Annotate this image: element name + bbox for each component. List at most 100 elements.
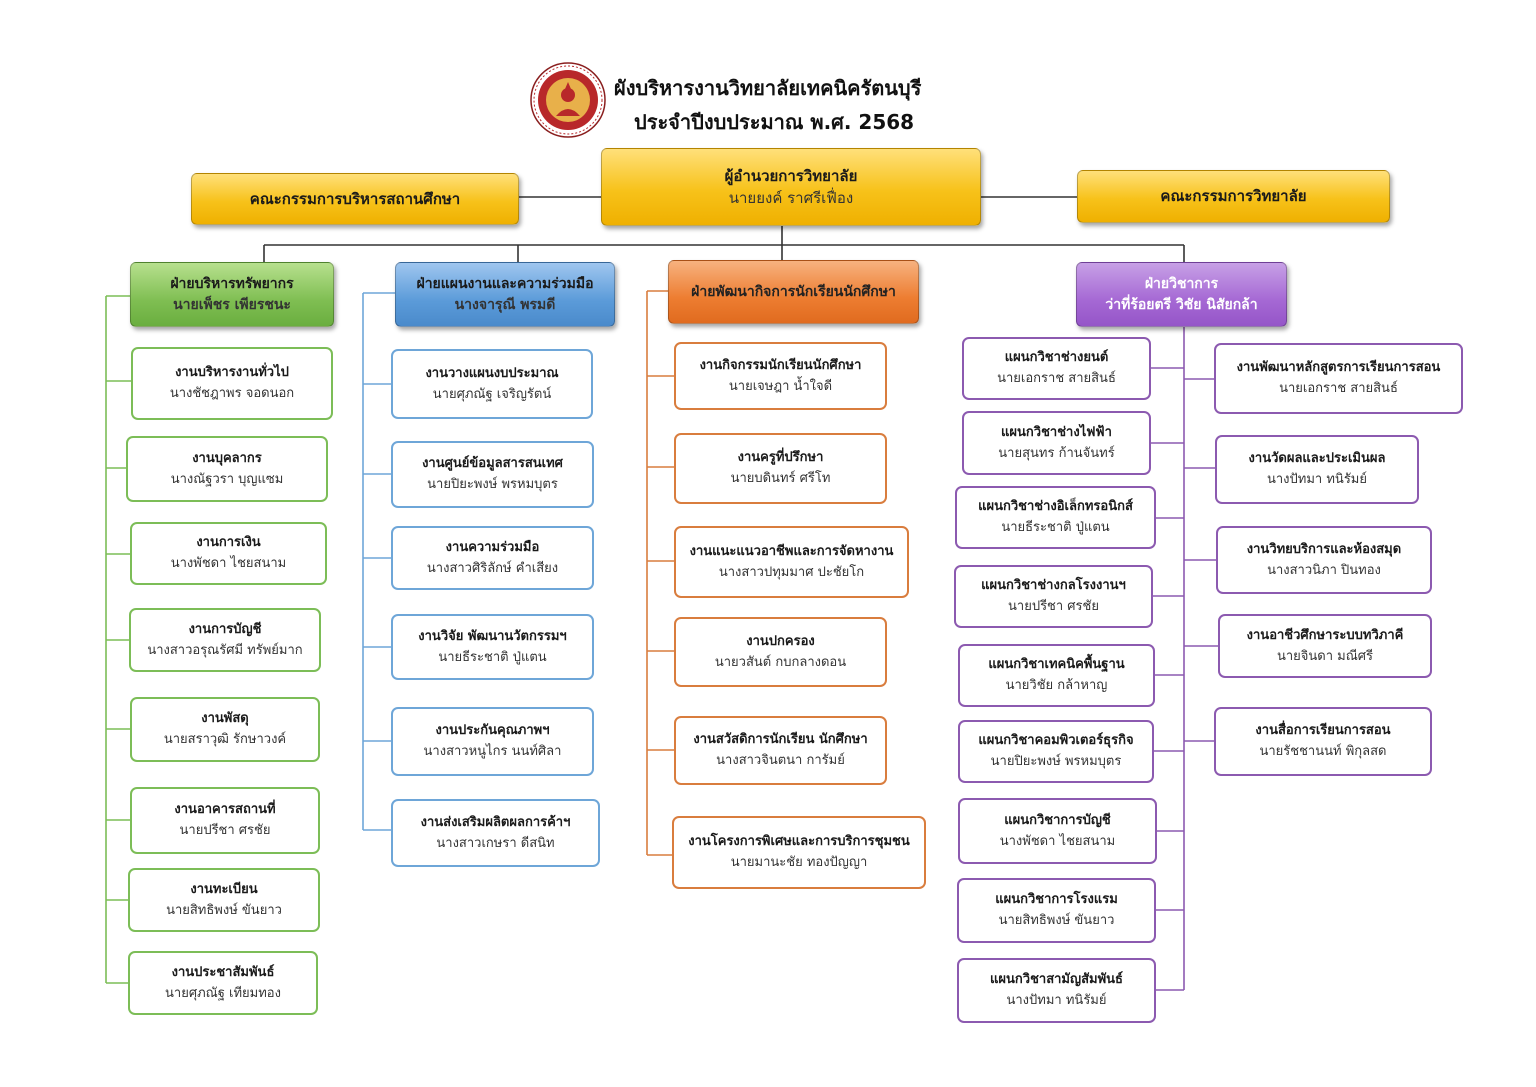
right-committee-box: คณะกรรมการวิทยาลัย <box>1077 170 1390 223</box>
department-box: แผนกวิชาช่างกลโรงงานฯ นายปรีชา ศรชัย <box>954 565 1153 628</box>
department-title: แผนกวิชาสามัญสัมพันธ์ <box>990 972 1123 988</box>
unit-name: นายศุภณัฐ เทียมทอง <box>165 985 281 1001</box>
unit-title: งานปกครอง <box>746 633 815 649</box>
unit-name: นายมานะชัย ทองปัญญา <box>730 855 868 870</box>
unit-name: นายเอกราช สายสินธ์ <box>1279 381 1398 396</box>
unit-title: งานวางแผนงบประมาณ <box>425 365 559 381</box>
unit-title: งานอาชีวศึกษาระบบทวิภาคี <box>1246 627 1404 643</box>
chart-title: ผังบริหารงานวิทยาลัยเทคนิครัตนบุรี <box>614 76 922 100</box>
department-name: นายธีระชาติ ปู่แตน <box>1001 520 1110 535</box>
unit-box: งานพัฒนาหลักสูตรการเรียนการสอน นายเอกราช… <box>1214 343 1463 414</box>
department-title: แผนกวิชาการบัญชี <box>1004 812 1111 828</box>
department-title: แผนกวิชาคอมพิวเตอร์ธุรกิจ <box>978 733 1134 749</box>
unit-box: งานปกครอง นายวสันต์ กบกลางดอน <box>674 617 887 687</box>
unit-name: นางพัชดา ไชยสนาม <box>170 556 287 571</box>
unit-title: งานแนะแนวอาชีพและการจัดหางาน <box>689 543 894 559</box>
unit-title: งานวิทยบริการและห้องสมุด <box>1246 541 1402 557</box>
unit-title: งานสื่อการเรียนการสอน <box>1255 723 1391 739</box>
unit-title: งานการเงิน <box>196 535 261 551</box>
director-box: ผู้อำนวยการวิทยาลัย นายยงค์ ราศรีเฟื่อง <box>601 148 981 226</box>
unit-title: งานครูที่ปรึกษา <box>737 450 824 466</box>
division-head: ว่าที่ร้อยตรี วิชัย นิสัยกล้า <box>1105 296 1258 313</box>
unit-name: นางชัชฎาพร จอดนอก <box>169 386 295 401</box>
division-title: ฝ่ายบริหารทรัพยากร <box>170 275 294 292</box>
unit-box: งานแนะแนวอาชีพและการจัดหางาน นางสาวปทุมม… <box>674 526 909 598</box>
unit-name: นายวสันต์ กบกลางดอน <box>714 654 847 670</box>
department-name: นายปิยะพงษ์ พรหมบุตร <box>990 754 1122 769</box>
unit-box: งานอาชีวศึกษาระบบทวิภาคี นายจินดา มณีศรี <box>1218 614 1432 678</box>
unit-name: นายรัชชานนท์ พิกุลสด <box>1259 744 1387 759</box>
department-box: แผนกวิชาช่างไฟฟ้า นายสุนทร ก้านจันทร์ <box>962 411 1151 475</box>
department-box: แผนกวิชาการบัญชี นางพัชดา ไชยสนาม <box>958 798 1157 864</box>
unit-name: นายสราวุฒิ รักษาวงค์ <box>163 732 287 747</box>
department-title: แผนกวิชาเทคนิคพื้นฐาน <box>988 657 1125 673</box>
unit-box: งานประชาสัมพันธ์ นายศุภณัฐ เทียมทอง <box>128 951 318 1015</box>
division-header-student-affairs: ฝ่ายพัฒนากิจการนักเรียนนักศึกษา <box>668 260 919 324</box>
department-name: นายวิชัย กล้าหาญ <box>1005 678 1108 693</box>
unit-title: งานพัฒนาหลักสูตรการเรียนการสอน <box>1236 360 1441 376</box>
unit-box: งานความร่วมมือ นางสาวศิริลักษ์ คำเสียง <box>391 526 594 590</box>
division-header-academic: ฝ่ายวิชาการ ว่าที่ร้อยตรี วิชัย นิสัยกล้… <box>1076 262 1287 327</box>
unit-name: นายปิยะพงษ์ พรหมบุตร <box>427 477 558 492</box>
unit-box: งานกิจกรรมนักเรียนนักศึกษา นายเจษฎา น้ำใ… <box>674 342 887 410</box>
department-name: นายสุนทร ก้านจันทร์ <box>998 445 1115 461</box>
unit-name: นายปรีชา ศรชัย <box>179 823 271 838</box>
department-box: แผนกวิชาเทคนิคพื้นฐาน นายวิชัย กล้าหาญ <box>958 644 1155 707</box>
unit-name: นางสาวนิภา ปินทอง <box>1267 562 1381 578</box>
unit-title: งานส่งเสริมผลิตผลการค้าฯ <box>420 814 571 830</box>
division-title: ฝ่ายพัฒนากิจการนักเรียนนักศึกษา <box>691 283 896 300</box>
unit-title: งานโครงการพิเศษและการบริการชุมชน <box>688 834 910 850</box>
unit-box: งานสื่อการเรียนการสอน นายรัชชานนท์ พิกุล… <box>1214 707 1432 776</box>
department-title: แผนกวิชาช่างกลโรงงานฯ <box>981 578 1126 594</box>
unit-name: นางสาวปทุมมาศ ปะชัยโก <box>718 564 865 580</box>
left-committee-box: คณะกรรมการบริหารสถานศึกษา <box>191 173 519 225</box>
unit-name: นายบดินทร์ ศรีโท <box>730 471 831 486</box>
unit-title: งานบริหารงานทั่วไป <box>175 365 289 381</box>
department-box: แผนกวิชาช่างอิเล็กทรอนิกส์ นายธีระชาติ ป… <box>955 486 1156 549</box>
unit-name: นางสาวหนูไกร นนท์ศิลา <box>423 744 562 759</box>
unit-box: งานประกันคุณภาพฯ นางสาวหนูไกร นนท์ศิลา <box>391 707 594 776</box>
division-header-planning: ฝ่ายแผนงานและความร่วมมือ นางจารุณี พรมดี <box>395 262 615 327</box>
division-title: ฝ่ายแผนงานและความร่วมมือ <box>416 275 594 292</box>
unit-title: งานวิจัย พัฒนานวัตกรรมฯ <box>418 628 567 644</box>
unit-name: นายศุภณัฐ เจริญรัตน์ <box>432 386 552 402</box>
unit-title: งานทะเบียน <box>190 881 258 897</box>
director-title: ผู้อำนวยการวิทยาลัย <box>724 166 858 185</box>
unit-name: นายสิทธิพงษ์ ขันยาว <box>166 902 282 918</box>
unit-box: งานครูที่ปรึกษา นายบดินทร์ ศรีโท <box>674 433 887 504</box>
department-box: แผนกวิชาการโรงแรม นายสิทธิพงษ์ ขันยาว <box>957 878 1156 943</box>
unit-box: งานการเงิน นางพัชดา ไชยสนาม <box>130 522 327 585</box>
unit-title: งานสวัสดิการนักเรียน นักศึกษา <box>693 732 868 748</box>
unit-box: งานวิจัย พัฒนานวัตกรรมฯ นายธีระชาติ ปู่แ… <box>391 614 594 680</box>
director-name: นายยงค์ ราศรีเฟื่อง <box>728 189 854 207</box>
unit-name: นางสาวศิริลักษ์ คำเสียง <box>426 560 559 576</box>
unit-box: งานการบัญชี นางสาวอรุณรัศมี ทรัพย์มาก <box>129 608 321 672</box>
unit-box: งานวัดผลและประเมินผล นางปัทมา ทนิรัมย์ <box>1215 435 1419 504</box>
unit-title: งานอาคารสถานที่ <box>174 802 276 818</box>
division-head: นางจารุณี พรมดี <box>454 296 556 313</box>
unit-title: งานศูนย์ข้อมูลสารสนเทศ <box>422 456 563 472</box>
department-box: แผนกวิชาคอมพิวเตอร์ธุรกิจ นายปิยะพงษ์ พร… <box>958 720 1154 783</box>
department-name: นายปรีชา ศรชัย <box>1008 599 1099 614</box>
unit-box: งานทะเบียน นายสิทธิพงษ์ ขันยาว <box>128 868 320 932</box>
unit-box: งานวางแผนงบประมาณ นายศุภณัฐ เจริญรัตน์ <box>391 349 593 419</box>
department-title: แผนกวิชาช่างยนต์ <box>1004 350 1109 366</box>
unit-title: งานประกันคุณภาพฯ <box>435 723 550 739</box>
department-title: แผนกวิชาช่างอิเล็กทรอนิกส์ <box>978 499 1133 515</box>
unit-box: งานโครงการพิเศษและการบริการชุมชน นายมานะ… <box>672 816 926 889</box>
unit-box: งานบริหารงานทั่วไป นางชัชฎาพร จอดนอก <box>131 347 333 420</box>
unit-box: งานส่งเสริมผลิตผลการค้าฯ นางสาวเกษรา ดีส… <box>391 799 600 867</box>
division-title: ฝ่ายวิชาการ <box>1144 275 1219 292</box>
unit-name: นางปัทมา ทนิรัมย์ <box>1267 472 1367 487</box>
unit-name: นางสาวจินตนา การัมย์ <box>716 753 845 768</box>
college-seal-icon <box>530 62 606 138</box>
unit-title: งานพัสดุ <box>201 711 249 727</box>
unit-name: นายเจษฎา น้ำใจดี <box>728 378 833 394</box>
department-title: แผนกวิชาการโรงแรม <box>995 892 1118 908</box>
unit-box: งานพัสดุ นายสราวุฒิ รักษาวงค์ <box>130 697 320 762</box>
unit-box: งานบุคลากร นางณัฐวรา บุญแซม <box>126 436 328 502</box>
unit-box: งานสวัสดิการนักเรียน นักศึกษา นางสาวจินต… <box>674 716 887 785</box>
unit-title: งานการบัญชี <box>188 621 262 637</box>
unit-box: งานวิทยบริการและห้องสมุด นางสาวนิภา ปินท… <box>1216 526 1432 594</box>
